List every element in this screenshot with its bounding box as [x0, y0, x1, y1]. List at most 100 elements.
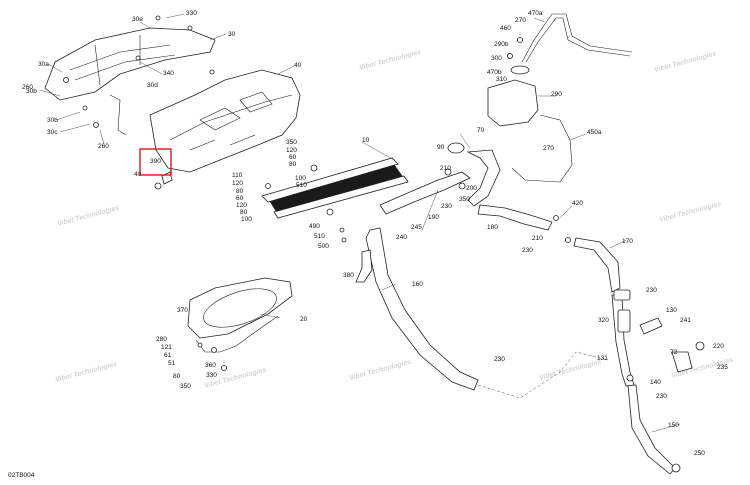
- label-250: 250: [694, 450, 705, 457]
- label-130: 130: [666, 307, 677, 314]
- label-360: 360: [205, 362, 216, 369]
- label-370: 370: [177, 307, 188, 314]
- tank-overflow-hose: [521, 13, 633, 63]
- label-70: 70: [477, 127, 485, 134]
- tank-cap: [510, 65, 530, 75]
- label-280: 280: [156, 336, 167, 343]
- watermark: Vibet Technologies: [359, 49, 422, 72]
- label-30d: 30d: [147, 82, 158, 89]
- label-190: 190: [428, 214, 439, 221]
- label-180: 180: [487, 224, 498, 231]
- label-30e: 30e: [132, 16, 143, 23]
- label-220: 220: [713, 343, 724, 350]
- label-230: 230: [646, 287, 657, 294]
- label-210: 210: [532, 235, 543, 242]
- label-80: 80: [289, 161, 297, 168]
- fairing-bracket: [109, 94, 127, 136]
- callout-lines: [39, 13, 681, 433]
- hose-radiator-outlet: [379, 171, 471, 215]
- label-40-near: 40: [134, 171, 142, 178]
- label-390: 390: [150, 158, 161, 165]
- label-10: 10: [362, 137, 370, 144]
- body-shell-ridge: [169, 94, 293, 141]
- highlight-box: [139, 148, 172, 176]
- label-80: 80: [240, 209, 248, 216]
- hose-170: [573, 237, 621, 293]
- label-20: 20: [300, 316, 308, 323]
- label-51: 51: [168, 360, 176, 367]
- label-320: 320: [598, 317, 609, 324]
- label-110: 110: [232, 172, 243, 179]
- label-30: 30: [228, 31, 236, 38]
- hose-150: [627, 384, 676, 475]
- label-100: 100: [295, 175, 306, 182]
- label-240: 240: [396, 234, 407, 241]
- label-470b: 470b: [487, 69, 502, 76]
- label-230: 230: [522, 247, 533, 254]
- tank-overflow-hose-2: [525, 17, 631, 63]
- part-labels: 330 30e 30 30a 40 340 30b 30d 260 30c 26…: [8, 10, 728, 479]
- body-shell-outline: [149, 69, 301, 173]
- label-270: 270: [543, 145, 554, 152]
- radiator-frame-bottom: [273, 175, 409, 219]
- label-121: 121: [161, 344, 172, 351]
- label-30b: 30b: [47, 117, 58, 124]
- label-380: 380: [343, 272, 354, 279]
- dashed-connector: [477, 351, 609, 399]
- watermark: Vibet Technologies: [55, 361, 118, 384]
- body-shell: [149, 69, 301, 173]
- label-170: 170: [622, 238, 633, 245]
- label-230: 230: [494, 356, 505, 363]
- label-61: 61: [164, 352, 172, 359]
- label-500: 500: [318, 243, 329, 250]
- label-340: 340: [163, 70, 174, 77]
- thermostat-parts: [444, 142, 705, 473]
- label-60: 60: [236, 195, 244, 202]
- watermark: Vibet Technologies: [349, 359, 412, 382]
- label-230: 230: [441, 203, 452, 210]
- fairing-inner-lines: [69, 35, 176, 86]
- label-420: 420: [572, 200, 583, 207]
- label-100: 100: [241, 216, 252, 223]
- label-245: 245: [411, 224, 422, 231]
- label-460: 460: [500, 25, 511, 32]
- watermark: Vibet Technologies: [654, 51, 717, 74]
- label-131: 131: [597, 355, 608, 362]
- label-30b: 30b: [26, 88, 37, 95]
- fan-bracket: [195, 315, 279, 353]
- label-120: 120: [232, 180, 243, 187]
- label-40: 40: [294, 62, 302, 69]
- fan-assembly: [187, 277, 293, 371]
- label-330: 330: [186, 10, 197, 17]
- fairing-assembly: [44, 15, 216, 136]
- label-260: 260: [98, 143, 109, 150]
- label-330: 330: [206, 372, 217, 379]
- fan-blades: [203, 288, 277, 328]
- label-235: 235: [717, 364, 728, 371]
- label-80: 80: [236, 188, 244, 195]
- expansion-tank: [487, 13, 633, 183]
- label-230: 230: [656, 393, 667, 400]
- radiator-frame-top: [261, 157, 399, 203]
- hoses: [355, 149, 676, 475]
- label-270: 270: [515, 17, 526, 24]
- label-470a: 470a: [528, 10, 543, 17]
- label-300: 300: [491, 55, 502, 62]
- label-450a: 450a: [587, 129, 602, 136]
- radiator-assembly: [261, 157, 409, 243]
- label-350: 350: [286, 139, 297, 146]
- tank-body: [487, 79, 539, 127]
- label-140: 140: [650, 379, 661, 386]
- label-290: 290: [551, 91, 562, 98]
- hose-190: [466, 149, 501, 207]
- watermark: Vibet Technologies: [539, 359, 602, 382]
- hose-160: [365, 227, 479, 391]
- fairing-panel: [44, 27, 216, 101]
- label-310: 310: [496, 76, 507, 83]
- label-210: 210: [440, 165, 451, 172]
- hose-vertical: [611, 294, 635, 387]
- fan-shroud: [187, 277, 293, 339]
- label-510: 510: [314, 233, 325, 240]
- label-120: 120: [236, 202, 247, 209]
